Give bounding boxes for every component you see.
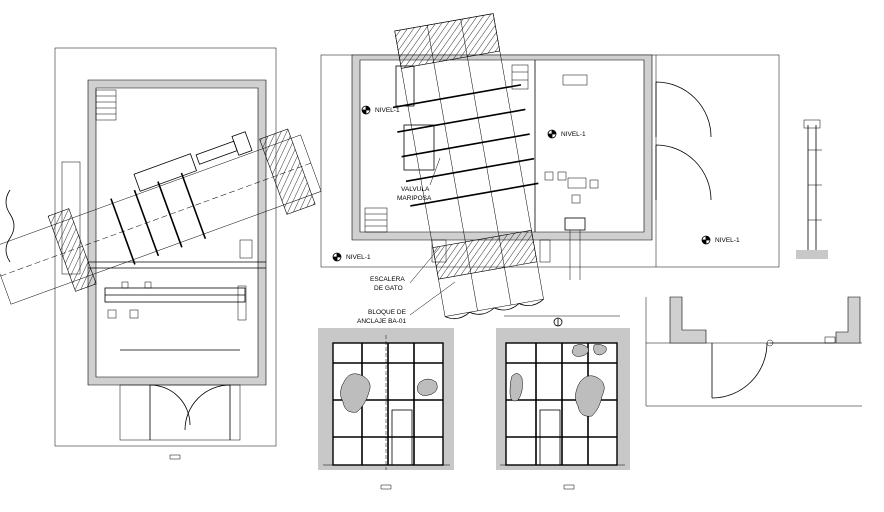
anchor-label-line1: BLOQUE DE — [368, 309, 407, 316]
bottom-right-door-swing — [711, 342, 768, 399]
anchor-leader — [409, 281, 456, 316]
nivel-label-top-center: NIVEL-1 — [561, 131, 586, 138]
right-section-detail — [796, 119, 828, 259]
level-marker-icon — [547, 129, 557, 139]
valve-label-line2: MARIPOSA — [397, 195, 432, 202]
left-entry — [119, 384, 241, 441]
left-plan-title-mark — [169, 454, 181, 460]
level-marker-icon — [332, 252, 342, 262]
nivel-label-bottom-left: NIVEL-1 — [346, 254, 371, 261]
center-pipe — [392, 13, 544, 320]
valve-leader — [429, 157, 441, 186]
right-section-base — [796, 250, 828, 259]
center-door-swing-1 — [655, 81, 712, 138]
ladder-leader — [409, 246, 441, 284]
left-door-swing-1 — [149, 384, 191, 440]
center-ladder — [364, 64, 529, 233]
ladder-label-line1: ESCALERA — [370, 276, 405, 283]
nivel-label-top-left: NIVEL-1 — [375, 107, 400, 114]
left-ladder — [95, 89, 117, 121]
center-anchor-hatch-bottom — [432, 229, 538, 280]
center-valve-actuator — [395, 65, 415, 107]
elevation-left-title-mark — [380, 484, 392, 490]
valve-label-line1: VALVULA — [401, 186, 430, 193]
center-anchor-hatch-top — [394, 13, 501, 69]
opening-right — [575, 375, 605, 417]
left-valve-actuator — [133, 153, 198, 192]
elevation-right-title-mark — [563, 484, 575, 490]
elevation-right — [496, 315, 630, 490]
level-marker-icon — [701, 235, 711, 245]
bottom-right-plan — [645, 296, 862, 407]
center-door-swing-2 — [655, 144, 712, 201]
left-pipe-break — [5, 189, 15, 263]
center-room-walls — [351, 54, 653, 241]
left-anchor-hatch-2 — [259, 128, 316, 215]
center-plan — [320, 13, 780, 320]
section-mark-icon — [553, 317, 563, 327]
level-marker-icon — [361, 105, 371, 115]
ladder-label-line2: DE GATO — [374, 285, 403, 292]
left-door-swing-2 — [184, 384, 231, 440]
elevation-left — [318, 328, 454, 490]
opening-left — [340, 373, 371, 413]
left-plan-frame — [54, 47, 277, 447]
nivel-label-bottom-right: NIVEL-1 — [715, 237, 740, 244]
left-plan — [0, 47, 322, 460]
anchor-label-line2: ANCLAJE BA-01 — [357, 318, 407, 325]
